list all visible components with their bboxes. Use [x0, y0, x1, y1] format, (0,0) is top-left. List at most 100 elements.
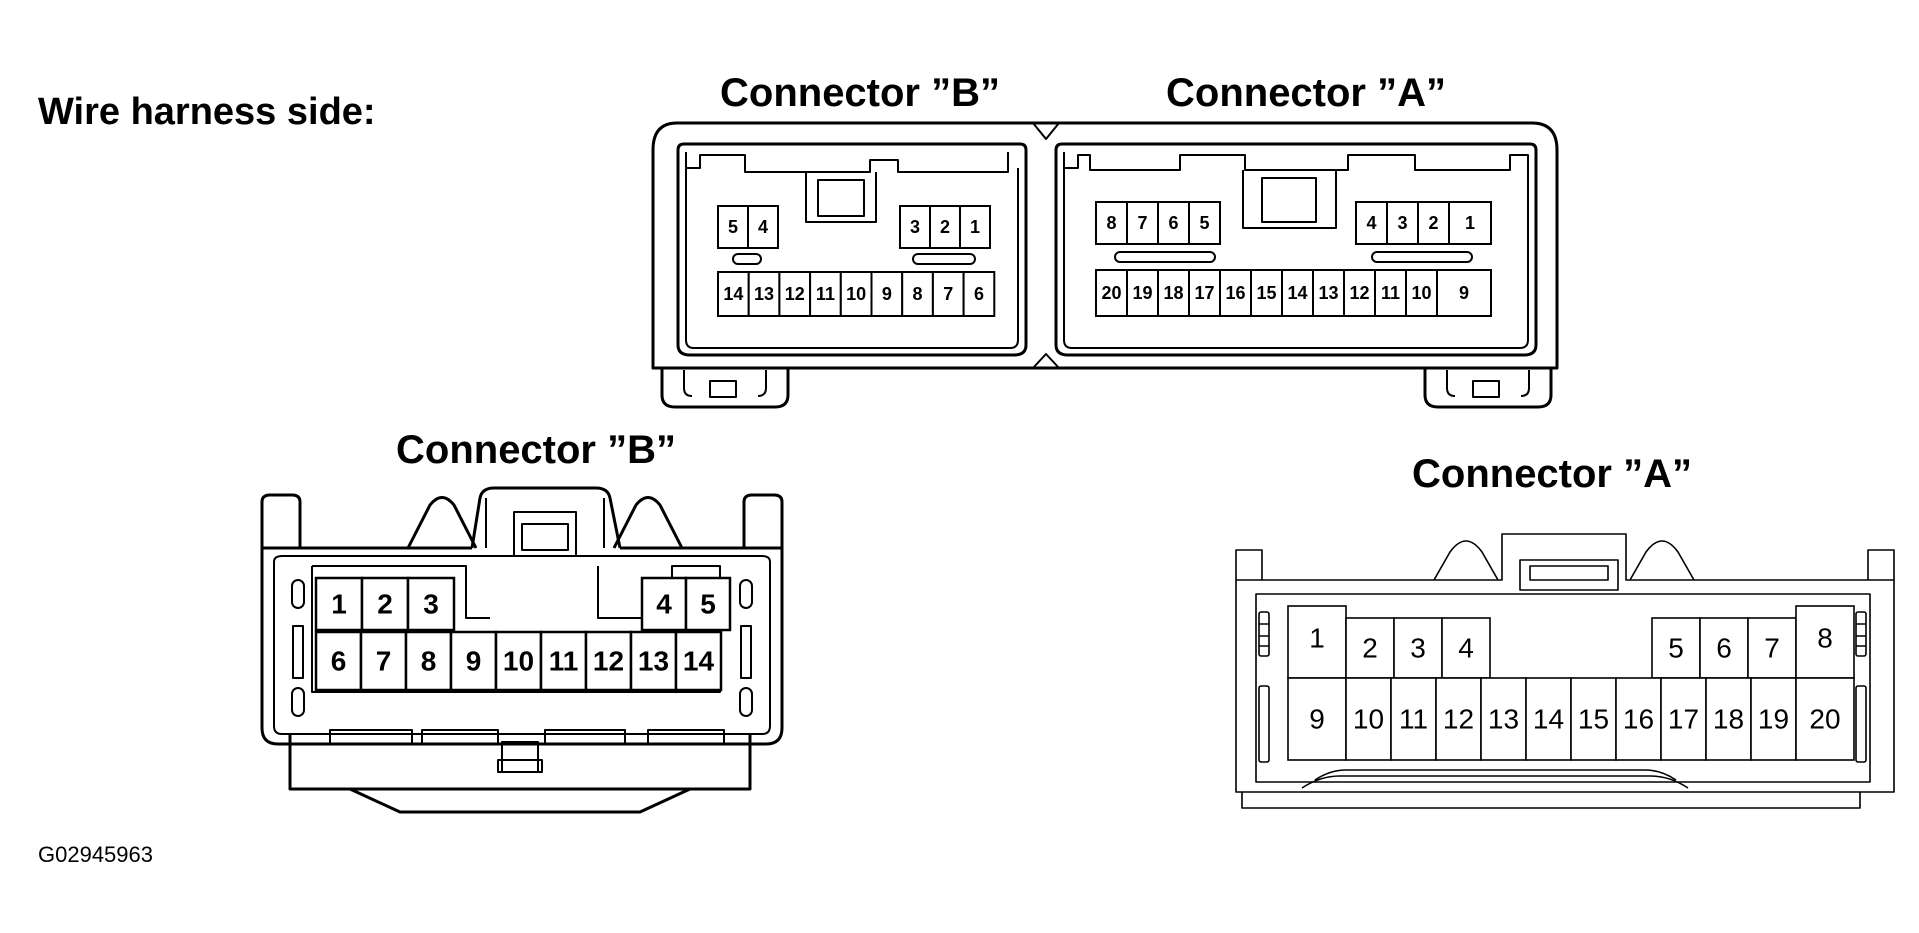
pin-11: 11: [539, 630, 588, 692]
pin-label: 8: [1817, 623, 1833, 654]
pin-label: 6: [1716, 633, 1732, 664]
pin-14: 14: [674, 630, 723, 692]
pin-15: 15: [1250, 269, 1283, 317]
pin-label: 7: [376, 646, 392, 677]
pin-label: 8: [421, 646, 437, 677]
pin-label: 9: [1459, 283, 1469, 303]
top-connector-b-label: Connector ”B”: [720, 71, 1000, 115]
pin-label: 15: [1256, 283, 1276, 303]
pin-18: 18: [1705, 677, 1752, 761]
pin-1: 1: [314, 576, 364, 632]
pin-label: 18: [1163, 283, 1183, 303]
pin-label: 12: [1443, 704, 1474, 735]
pin-label: 10: [1353, 704, 1384, 735]
pin-label: 14: [723, 284, 743, 304]
top-connector-a-label: Connector ”A”: [1166, 71, 1446, 115]
pin-label: 20: [1809, 704, 1840, 735]
pin-label: 12: [1349, 283, 1369, 303]
pin-label: 6: [974, 284, 984, 304]
pin-label: 13: [638, 646, 669, 677]
pin-4: 4: [1355, 201, 1388, 245]
pin-8: 8: [901, 271, 934, 317]
pin-label: 17: [1194, 283, 1214, 303]
pin-8: 8: [404, 630, 453, 692]
pin-label: 4: [758, 217, 768, 237]
pin-6: 6: [1699, 617, 1749, 679]
pin-label: 10: [503, 646, 534, 677]
pin-label: 11: [1399, 704, 1428, 735]
pin-label: 9: [466, 646, 482, 677]
pin-9: 9: [449, 630, 498, 692]
pin-3: 3: [406, 576, 456, 632]
enlarged-connector-b-label: Connector ”B”: [396, 428, 676, 472]
pin-12: 12: [778, 271, 812, 317]
pin-label: 15: [1578, 704, 1609, 735]
pin-10: 10: [494, 630, 543, 692]
pin-9: 9: [870, 271, 904, 317]
pin-10: 10: [1345, 677, 1392, 761]
pin-label: 12: [785, 284, 805, 304]
pin-2: 2: [1345, 617, 1395, 679]
pin-label: 1: [331, 589, 347, 620]
wire-harness-side-heading: Wire harness side:: [38, 91, 376, 133]
pin-label: 6: [1168, 213, 1178, 233]
figure-id: G02945963: [38, 842, 153, 867]
pin-label: 14: [683, 646, 715, 677]
pin-7: 7: [359, 630, 408, 692]
pin-label: 3: [1410, 633, 1426, 664]
pin-13: 13: [747, 271, 781, 317]
pin-12: 12: [1435, 677, 1482, 761]
pin-13: 13: [1480, 677, 1527, 761]
pin-8: 8: [1095, 201, 1128, 245]
pin-label: 1: [1309, 623, 1325, 654]
pin-1: 1: [1287, 605, 1347, 679]
pin-label: 3: [910, 217, 920, 237]
pin-18: 18: [1157, 269, 1190, 317]
pin-label: 17: [1668, 704, 1699, 735]
pin-label: 8: [913, 284, 923, 304]
pin-label: 1: [970, 217, 980, 237]
pin-15: 15: [1570, 677, 1617, 761]
enlarged-connector-a-label: Connector ”A”: [1412, 452, 1692, 496]
pin-3: 3: [1393, 617, 1443, 679]
pin-label: 6: [331, 646, 347, 677]
pin-label: 3: [1397, 213, 1407, 233]
pin-4: 4: [747, 205, 779, 249]
pin-4: 4: [640, 576, 688, 632]
pin-label: 13: [1488, 704, 1519, 735]
pin-5: 5: [1651, 617, 1701, 679]
pin-label: 16: [1225, 283, 1245, 303]
pin-label: 9: [1309, 704, 1325, 735]
pin-20: 20: [1095, 269, 1128, 317]
pin-label: 13: [1318, 283, 1338, 303]
pin-11: 11: [809, 271, 842, 317]
pin-label: 5: [1199, 213, 1209, 233]
pin-1: 1: [1448, 201, 1492, 245]
pin-4: 4: [1441, 617, 1491, 679]
pin-2: 2: [360, 576, 410, 632]
pin-5: 5: [1188, 201, 1221, 245]
pin-label: 2: [940, 217, 950, 237]
pin-label: 11: [549, 646, 579, 677]
pin-20: 20: [1795, 677, 1855, 761]
pin-19: 19: [1750, 677, 1797, 761]
pin-13: 13: [1312, 269, 1345, 317]
pin-3: 3: [899, 205, 931, 249]
pin-19: 19: [1126, 269, 1159, 317]
pin-14: 14: [1525, 677, 1572, 761]
pin-17: 17: [1660, 677, 1707, 761]
pin-label: 18: [1713, 704, 1744, 735]
pin-2: 2: [1417, 201, 1450, 245]
pin-label: 14: [1533, 704, 1564, 735]
pin-7: 7: [1126, 201, 1159, 245]
pin-13: 13: [629, 630, 678, 692]
pin-label: 2: [377, 589, 393, 620]
pin-label: 11: [1381, 283, 1400, 303]
pin-6: 6: [962, 271, 996, 317]
